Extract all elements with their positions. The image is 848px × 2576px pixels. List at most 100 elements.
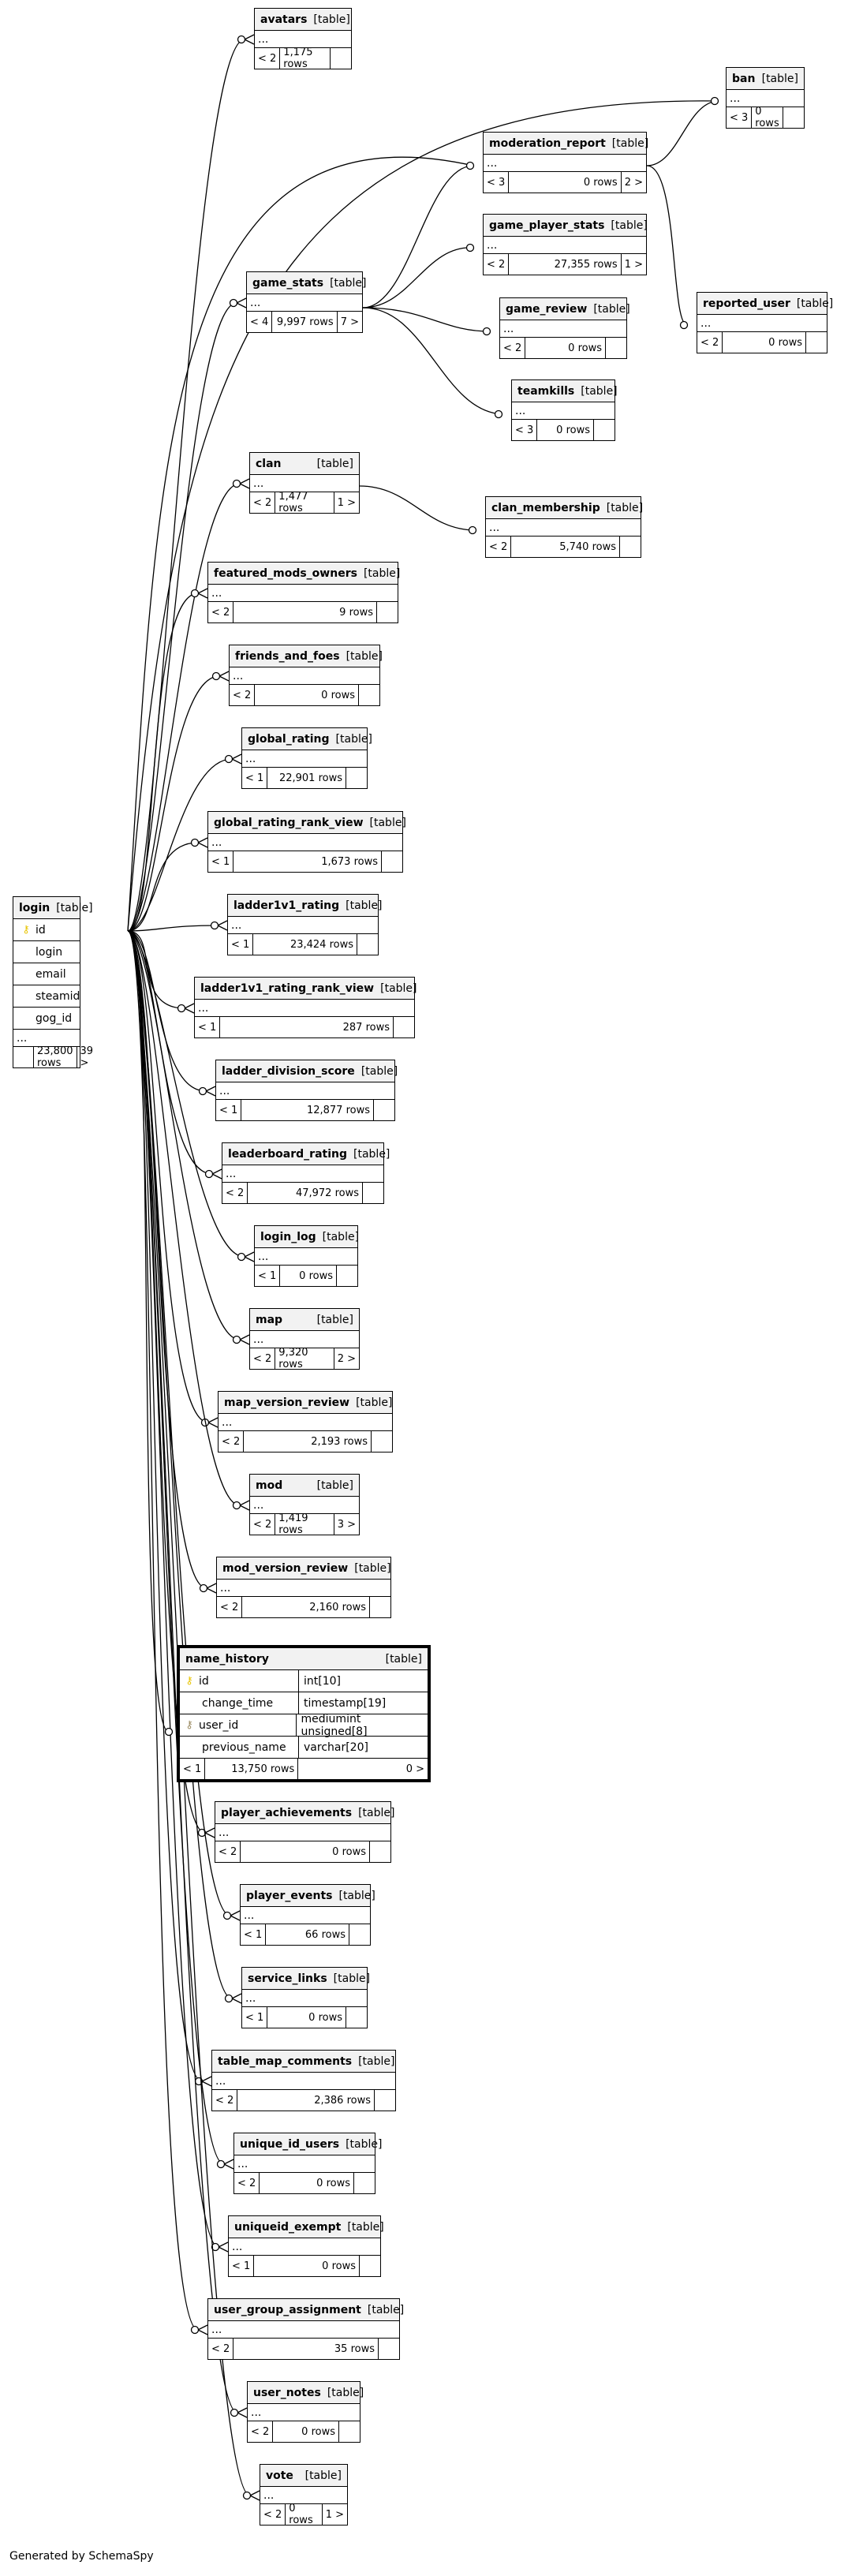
parents-count[interactable]: < 2 — [217, 1597, 243, 1617]
parents-count[interactable]: < 2 — [212, 2090, 238, 2111]
children-count[interactable] — [370, 1597, 390, 1617]
table-name[interactable]: game_stats — [252, 276, 324, 290]
children-count[interactable] — [360, 2256, 380, 2276]
children-count[interactable] — [620, 537, 641, 557]
children-count[interactable]: 3 > — [337, 1518, 356, 1531]
column-row[interactable]: login — [13, 941, 80, 963]
parents-count[interactable]: < 1 — [208, 851, 234, 872]
parents-count[interactable]: < 2 — [248, 2421, 274, 2442]
parents-count[interactable]: < 2 — [255, 48, 281, 69]
column-row[interactable]: ⚷user_id mediumint unsigned[8] — [180, 1713, 428, 1738]
table-name[interactable]: ban — [732, 72, 756, 85]
parents-count[interactable]: < 2 — [697, 332, 723, 353]
table-name[interactable]: mod — [256, 1479, 283, 1492]
table-name-history[interactable]: name_history [table] ⚷id int[10] change_… — [177, 1645, 431, 1782]
children-count[interactable] — [357, 934, 378, 955]
parents-count[interactable]: < 2 — [215, 1841, 241, 1862]
table-name[interactable]: friends_and_foes — [235, 649, 340, 663]
parents-count[interactable]: < 3 — [512, 420, 538, 440]
children-count[interactable] — [372, 1431, 392, 1452]
parents-count[interactable]: < 2 — [208, 602, 234, 623]
children-count[interactable] — [363, 1183, 383, 1203]
table-name[interactable]: ladder_division_score — [222, 1064, 355, 1078]
parents-count[interactable]: < 1 — [228, 934, 254, 955]
children-count[interactable] — [375, 2090, 395, 2111]
children-count[interactable] — [374, 1100, 394, 1120]
children-count[interactable] — [339, 2421, 360, 2442]
children-count[interactable]: 0 > — [405, 1763, 424, 1775]
children-count[interactable] — [382, 851, 402, 872]
children-count[interactable]: 1 > — [325, 2508, 344, 2521]
table-name[interactable]: player_events — [246, 1889, 333, 1902]
children-count[interactable] — [379, 2339, 399, 2359]
table-name[interactable]: clan_membership — [491, 501, 600, 514]
table-name[interactable]: map — [256, 1313, 283, 1326]
table-name[interactable]: user_group_assignment — [214, 2303, 361, 2316]
children-count[interactable] — [346, 768, 367, 788]
parents-count[interactable]: < 2 — [234, 2173, 260, 2193]
table-name[interactable]: clan — [256, 457, 282, 470]
parents-count[interactable]: < 3 — [727, 107, 753, 128]
table-name[interactable]: avatars — [260, 13, 308, 26]
table-name[interactable]: leaderboard_rating — [228, 1147, 348, 1161]
children-count[interactable] — [806, 332, 827, 353]
children-count[interactable] — [594, 420, 615, 440]
parents-count[interactable]: < 1 — [180, 1759, 206, 1779]
table-name[interactable]: game_review — [506, 302, 588, 316]
table-login[interactable]: login [table] ⚷id login email steamid go… — [13, 896, 93, 1069]
table-name[interactable]: teamkills — [517, 384, 575, 398]
column-row[interactable]: steamid — [13, 985, 80, 1008]
parents-count[interactable]: < 2 — [486, 537, 512, 557]
parents-count[interactable]: < 2 — [219, 1431, 245, 1452]
table-name[interactable]: user_notes — [253, 2386, 321, 2399]
table-name[interactable]: player_achievements — [221, 1806, 353, 1819]
children-count[interactable] — [394, 1017, 414, 1038]
table-name[interactable]: login_log — [260, 1230, 316, 1243]
children-count[interactable]: 7 > — [340, 316, 359, 328]
parents-count[interactable]: < 2 — [222, 1183, 248, 1203]
children-count[interactable] — [346, 2007, 367, 2028]
table-name[interactable]: vote — [266, 2469, 293, 2482]
parents-count[interactable]: < 3 — [484, 172, 510, 193]
parents-count[interactable]: < 1 — [242, 2007, 268, 2028]
children-count[interactable] — [331, 48, 351, 69]
parents-count[interactable]: < 2 — [208, 2339, 234, 2359]
table-name[interactable]: map_version_review — [224, 1396, 350, 1409]
parents-count[interactable]: < 2 — [260, 2504, 286, 2525]
table-name[interactable]: unique_id_users — [240, 2137, 340, 2151]
column-row[interactable]: gog_id — [13, 1008, 80, 1030]
children-count[interactable]: 2 > — [337, 1352, 356, 1365]
parents-count[interactable]: < 1 — [216, 1100, 242, 1120]
column-row[interactable]: email — [13, 963, 80, 985]
column-row[interactable]: ⚷id int[10] — [180, 1670, 428, 1692]
parents-count[interactable]: < 2 — [250, 492, 276, 513]
parents-count[interactable]: < 2 — [230, 685, 256, 705]
children-count[interactable] — [370, 1841, 390, 1862]
children-count[interactable] — [349, 1924, 370, 1945]
column-row[interactable]: change_time timestamp[19] — [180, 1692, 428, 1714]
